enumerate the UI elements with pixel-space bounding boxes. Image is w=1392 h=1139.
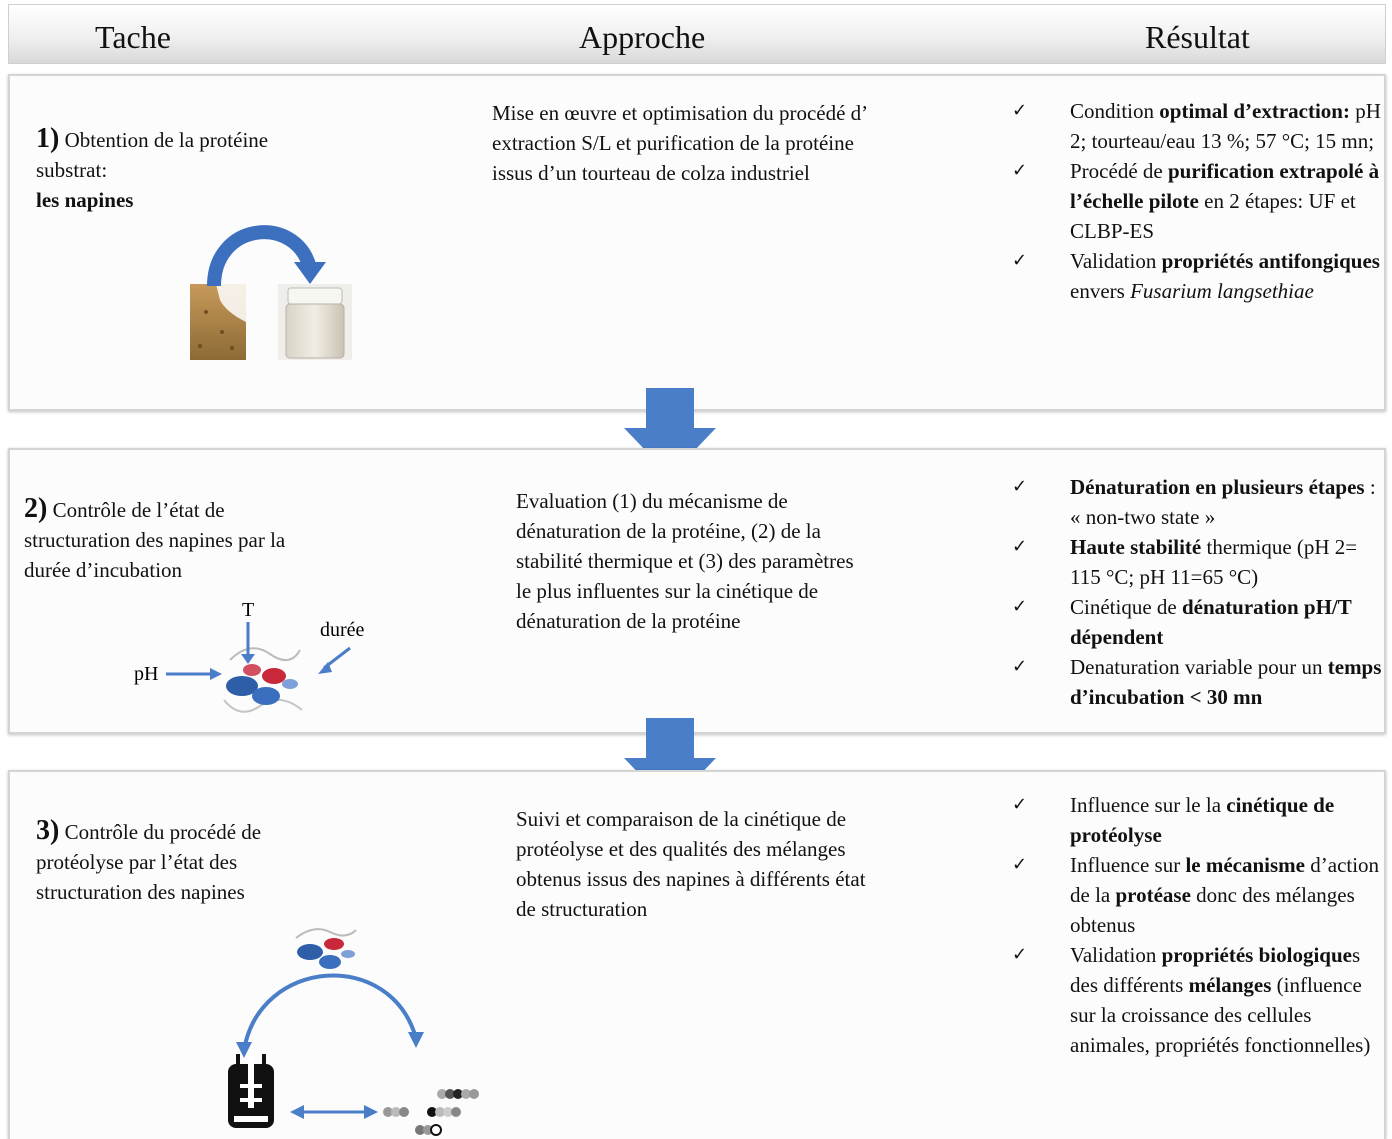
results-2: ✓ Dénaturation en plusieurs étapes : « no… xyxy=(1012,472,1384,712)
result-text: Influence sur le la xyxy=(1070,793,1227,817)
task-1-bold: les napines xyxy=(36,188,134,212)
result-text: protéase xyxy=(1115,883,1191,907)
checkmark-icon: ✓ xyxy=(1012,794,1028,815)
checkmark-icon: ✓ xyxy=(1012,160,1028,181)
checkmark-icon: ✓ xyxy=(1012,100,1028,121)
result-text: optimal d’extraction: xyxy=(1159,99,1350,123)
header-approach: Approche xyxy=(579,19,706,55)
results-1: ✓ Condition optimal d’extraction: pH 2; t… xyxy=(1012,96,1384,306)
result-item: ✓ Procédé de purification extrapolé à l’é… xyxy=(1012,156,1384,246)
result-text: le mécanisme xyxy=(1185,853,1305,877)
result-text: Haute stabilité xyxy=(1070,535,1202,559)
bioreactor-icon xyxy=(228,1050,274,1128)
task-2: 2) Contrôle de l’état de structuration d… xyxy=(24,494,314,585)
curved-transfer-arrow xyxy=(207,225,317,287)
result-text: thermique (pH 2= 115 °C; pH 11=65 °C) xyxy=(1070,535,1358,589)
result-text: Dénaturation en plusieurs étapes xyxy=(1070,475,1365,499)
result-text: propriétés antifongiques xyxy=(1161,249,1380,273)
result-item: ✓ Denaturation variable pour un temps d’i… xyxy=(1012,652,1384,712)
approach-3: Suivi et comparaison de la cinétique de … xyxy=(516,807,866,921)
result-text: Fusarium langsethiae xyxy=(1130,279,1314,303)
result-text: mélanges xyxy=(1188,973,1272,997)
checkmark-icon: ✓ xyxy=(1012,656,1028,677)
result-item: ✓ Cinétique de dénaturation pH/T dépenden… xyxy=(1012,592,1384,652)
approach-1: Mise en œuvre et optimisation du procédé… xyxy=(492,101,867,185)
result-text: donc des mélanges obtenus xyxy=(1070,883,1355,937)
result-item: ✓ Influence sur le la cinétique de protéo… xyxy=(1012,790,1384,850)
result-item: ✓ Dénaturation en plusieurs étapes : « no… xyxy=(1012,472,1384,532)
result-text: pH 2; tourteau/eau 13 %; 57 °C; 15 mn; xyxy=(1070,99,1381,153)
task-3-number: 3) xyxy=(36,815,60,846)
label-ph: pH xyxy=(134,663,158,685)
protein-structure-icon xyxy=(295,928,357,969)
result-text: dénaturation pH/T dépendent xyxy=(1070,595,1352,649)
rapeseed-meal-photo xyxy=(190,284,246,360)
result-item: ✓ Validation propriétés biologiques des d… xyxy=(1012,940,1384,1060)
checkmark-icon: ✓ xyxy=(1012,250,1028,271)
result-text: Validation xyxy=(1070,249,1162,273)
task-2-number: 2) xyxy=(24,493,48,524)
panel-step-3: 3) Contrôle du procédé de protéolyse par… xyxy=(8,770,1386,1139)
extraction-photos xyxy=(190,225,352,360)
result-text: Procédé de xyxy=(1070,159,1168,183)
result-text: envers xyxy=(1070,279,1131,303)
result-text: Condition xyxy=(1070,99,1160,123)
checkmark-icon: ✓ xyxy=(1012,854,1028,875)
protein-jar-photo xyxy=(278,284,352,360)
checkmark-icon: ✓ xyxy=(1012,476,1028,497)
result-text: Cinétique de xyxy=(1070,595,1182,619)
task-1: 1) Obtention de la protéine substrat: le… xyxy=(36,124,316,215)
header-result: Résultat xyxy=(1145,19,1250,55)
denaturation-diagram: T durée pH xyxy=(134,599,365,713)
result-text: en 2 étapes: UF et CLBP-ES xyxy=(1070,189,1356,243)
label-temperature: T xyxy=(242,599,254,621)
result-text: Validation xyxy=(1070,943,1162,967)
result-text: Denaturation variable pour un xyxy=(1070,655,1328,679)
task-3-text: Contrôle du procédé de protéolyse par l’… xyxy=(36,820,262,904)
result-item: ✓ Influence sur le mécanisme d’action de … xyxy=(1012,850,1384,940)
result-text: cinétique de protéolyse xyxy=(1070,793,1335,847)
task-2-text: Contrôle de l’état de structuration des … xyxy=(24,498,286,582)
result-item: ✓ Validation propriétés antifongiques env… xyxy=(1012,246,1384,306)
label-duree: durée xyxy=(320,619,365,641)
checkmark-icon: ✓ xyxy=(1012,596,1028,617)
panel-step-1: 1) Obtention de la protéine substrat: le… xyxy=(8,74,1386,411)
result-item: ✓ Condition optimal d’extraction: pH 2; t… xyxy=(1012,96,1384,156)
checkmark-icon: ✓ xyxy=(1012,536,1028,557)
result-text: : « non-two state » xyxy=(1070,475,1376,529)
proteolysis-diagram xyxy=(228,928,479,1136)
panel-step-2: 2) Contrôle de l’état de structuration d… xyxy=(8,448,1386,734)
result-text: s des différents xyxy=(1070,943,1361,997)
result-text: Influence sur xyxy=(1070,853,1186,877)
results-3: ✓ Influence sur le la cinétique de protéo… xyxy=(1012,790,1384,1060)
header-task: Tache xyxy=(95,19,171,55)
result-item: ✓ Haute stabilité thermique (pH 2= 115 °C… xyxy=(1012,532,1384,592)
task-1-text: Obtention de la protéine substrat: xyxy=(36,128,269,182)
result-text: temps d’incubation < 30 mn xyxy=(1070,655,1382,709)
protein-structure-icon xyxy=(223,647,303,713)
result-text: (influence sur la croissance des cellule… xyxy=(1070,973,1371,1057)
column-header-bar: Tache Approche Résultat xyxy=(8,4,1386,64)
result-text: propriétés biologique xyxy=(1161,943,1352,967)
peptide-mixture-icon xyxy=(383,1089,479,1136)
result-text: purification extrapolé à l’échelle pilot… xyxy=(1070,159,1380,213)
task-1-number: 1) xyxy=(36,123,60,154)
task-3: 3) Contrôle du procédé de protéolyse par… xyxy=(36,816,336,907)
approach-2: Evaluation (1) du mécanisme de dénaturat… xyxy=(516,489,854,633)
result-text: d’action de la xyxy=(1070,853,1380,907)
checkmark-icon: ✓ xyxy=(1012,944,1028,965)
